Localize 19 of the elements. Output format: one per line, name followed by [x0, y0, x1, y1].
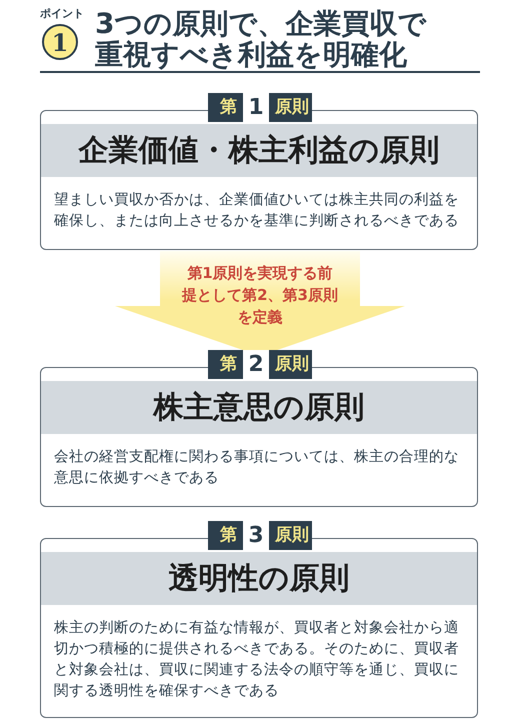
- body-text: 株主の判断のために有益な情報が、買収者と対象会社から適切かつ積極的に提供されるべきである。そのために、買収者と対象会社は、買収に関連する法令の順守等を通じ、買収に関する透明性を確保すべきである: [54, 618, 460, 701]
- point-number-circle: 1: [42, 24, 78, 60]
- badge-suffix: 原則: [275, 96, 309, 119]
- badge-suffix: 原則: [275, 524, 309, 547]
- heading-band: 透明性の原則: [41, 552, 477, 605]
- body-text: 望ましい買収か否かは、企業価値ひいては株主共同の利益を確保し、または向上させるかを基準に判断されるべきである: [54, 190, 460, 231]
- badge-number: 2: [243, 350, 269, 379]
- badge-number: 3: [243, 521, 269, 550]
- heading-band: 企業価値・株主利益の原則: [41, 124, 477, 177]
- badge-suffix: 原則: [275, 353, 309, 376]
- point-label: ポイント: [40, 6, 84, 21]
- title: 3つの原則で、企業買収で重視すべき利益を明確化: [95, 8, 428, 70]
- heading-band: 株主意思の原則: [41, 381, 477, 434]
- badge-prefix: 第: [220, 353, 237, 376]
- badge-prefix: 第: [220, 96, 237, 119]
- badge-number: 1: [243, 93, 269, 122]
- badge-prefix: 第: [220, 524, 237, 547]
- arrow-label: 第1原則を実現する前提として第2、第3原則を定義: [180, 263, 339, 328]
- body-text: 会社の経営支配権に関わる事項については、株主の合理的な意思に依拠すべきである: [54, 447, 460, 488]
